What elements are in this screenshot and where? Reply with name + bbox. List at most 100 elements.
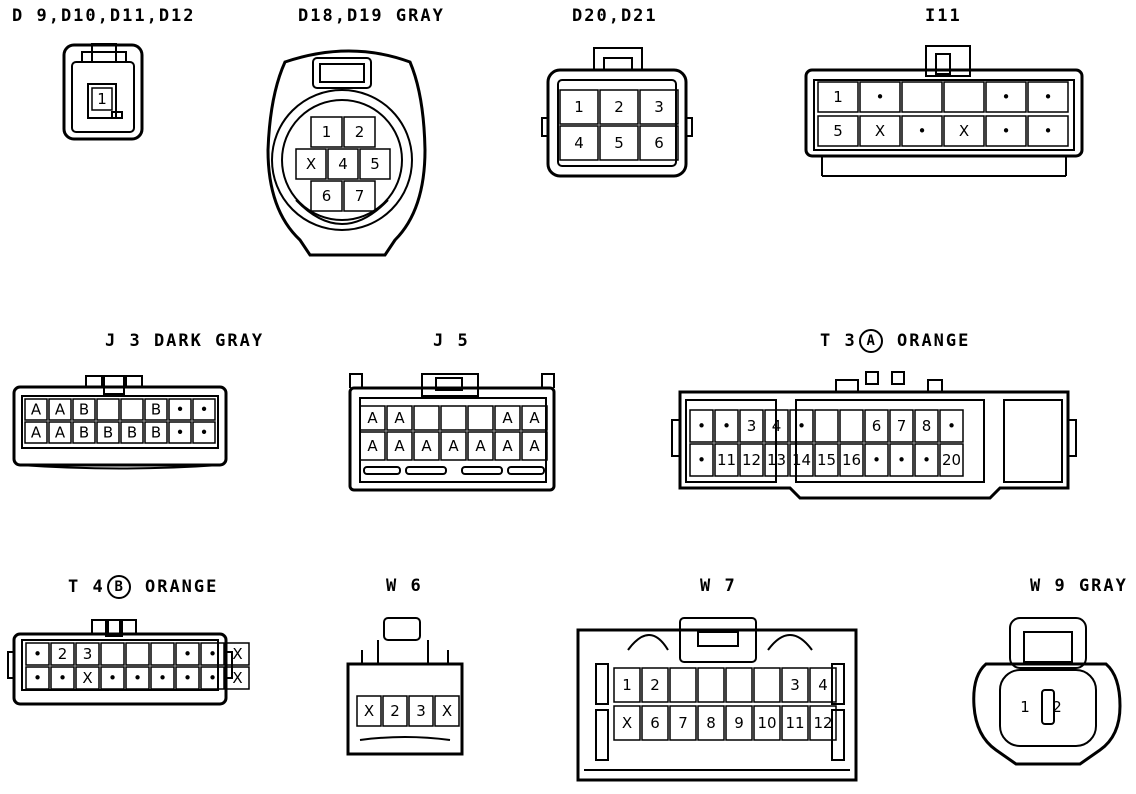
- pin-label: 2: [650, 676, 660, 694]
- pin-cell: •: [939, 409, 964, 443]
- pin-label: 5: [614, 134, 624, 152]
- connector-d18: [266, 49, 427, 257]
- pin-label: 5: [370, 155, 380, 173]
- pin-label: A: [367, 409, 378, 427]
- pin-cell: •: [175, 666, 200, 690]
- pin-label: 13: [767, 451, 786, 469]
- pin-cell: •: [25, 666, 50, 690]
- pin-label: 4: [338, 155, 348, 173]
- pin-cell: B: [96, 421, 120, 444]
- label-i11: I11: [925, 6, 962, 26]
- pin-label: •: [918, 122, 927, 140]
- pin-cell: X: [75, 666, 100, 690]
- pin-cell: •: [859, 81, 901, 113]
- pin-cell: A: [386, 405, 413, 431]
- pin-cell: [120, 398, 144, 421]
- pin-cell: 4: [809, 667, 837, 703]
- pin-cell: •: [168, 421, 192, 444]
- pin-label: X: [442, 702, 452, 720]
- pin-label: 3: [416, 702, 426, 720]
- pin-label: A: [529, 437, 540, 455]
- pin-label: 7: [678, 714, 688, 732]
- pin-label: B: [127, 424, 137, 442]
- connector-w7: [576, 617, 858, 782]
- pin-cell: X: [295, 148, 327, 180]
- pin-label: •: [200, 401, 209, 419]
- pin-label: 1: [622, 676, 632, 694]
- badge-a: A: [858, 329, 883, 353]
- pin-label: X: [622, 714, 632, 732]
- pin-cell: 11: [714, 443, 739, 477]
- pin-label: 4: [818, 676, 828, 694]
- pin-label: •: [722, 417, 731, 435]
- pin-label: X: [875, 122, 885, 140]
- pin-label: •: [133, 669, 142, 687]
- pin-label: A: [394, 437, 405, 455]
- pin-cell: 6: [639, 125, 679, 161]
- pin-cell: •: [200, 666, 225, 690]
- pin-label: •: [33, 645, 42, 663]
- pin-label: 3: [790, 676, 800, 694]
- pin-cell: 6: [864, 409, 889, 443]
- pin-cell: 6: [310, 180, 343, 212]
- pin-cell: •: [25, 642, 50, 666]
- pin-cell: A: [494, 405, 521, 431]
- label-t4-prefix: T 4: [68, 577, 105, 597]
- pin-label: X: [959, 122, 969, 140]
- pin-label: •: [697, 417, 706, 435]
- label-d18: D18,D19 GRAY: [298, 6, 445, 26]
- pin-cell: X: [859, 115, 901, 147]
- pin-label: 3: [654, 98, 664, 116]
- pin-label: 2: [614, 98, 624, 116]
- pin-cell: X: [434, 695, 460, 727]
- pin-label: 1: [322, 123, 332, 141]
- pin-cell: [669, 667, 697, 703]
- pin-label: 4: [772, 417, 782, 435]
- pin-cell: 7: [889, 409, 914, 443]
- pin-label: 11: [785, 714, 804, 732]
- pin-cell: 2: [50, 642, 75, 666]
- pin-cell: 4: [327, 148, 359, 180]
- pin-label: •: [876, 88, 885, 106]
- pin-cell: 8: [697, 705, 725, 741]
- pin-cell: [753, 667, 781, 703]
- pin-label: •: [33, 669, 42, 687]
- pin-cell: A: [24, 398, 48, 421]
- pin-label: •: [208, 645, 217, 663]
- pin-label: •: [183, 669, 192, 687]
- pin-label: •: [200, 424, 209, 442]
- pin-label: 10: [757, 714, 776, 732]
- pin-label: A: [475, 437, 486, 455]
- pin-cell: [413, 405, 440, 431]
- pin-cell: •: [714, 409, 739, 443]
- pin-label: A: [31, 424, 42, 442]
- pin-label: 12: [813, 714, 832, 732]
- label-w6: W 6: [386, 576, 423, 596]
- pin-cell: 1: [613, 667, 641, 703]
- pin-label: •: [1002, 88, 1011, 106]
- pin-label: 8: [922, 417, 932, 435]
- pin-cell: 3: [639, 89, 679, 125]
- pin-cell: 10: [753, 705, 781, 741]
- pin-cell: •: [150, 666, 175, 690]
- pin-cell: [150, 642, 175, 666]
- pin-cell: •: [789, 409, 814, 443]
- pin-cell: 6: [641, 705, 669, 741]
- pin-label: 2: [58, 645, 68, 663]
- pin-label: •: [183, 645, 192, 663]
- connector-w9: [972, 617, 1122, 766]
- pin-label: 15: [817, 451, 836, 469]
- connector-d20: [541, 47, 693, 178]
- pin-label: A: [55, 424, 66, 442]
- pin-cell: X: [225, 642, 250, 666]
- pin-cell: •: [985, 81, 1027, 113]
- pin-cell: 7: [343, 180, 376, 212]
- connector-w6: [346, 617, 464, 756]
- pin-cell: •: [901, 115, 943, 147]
